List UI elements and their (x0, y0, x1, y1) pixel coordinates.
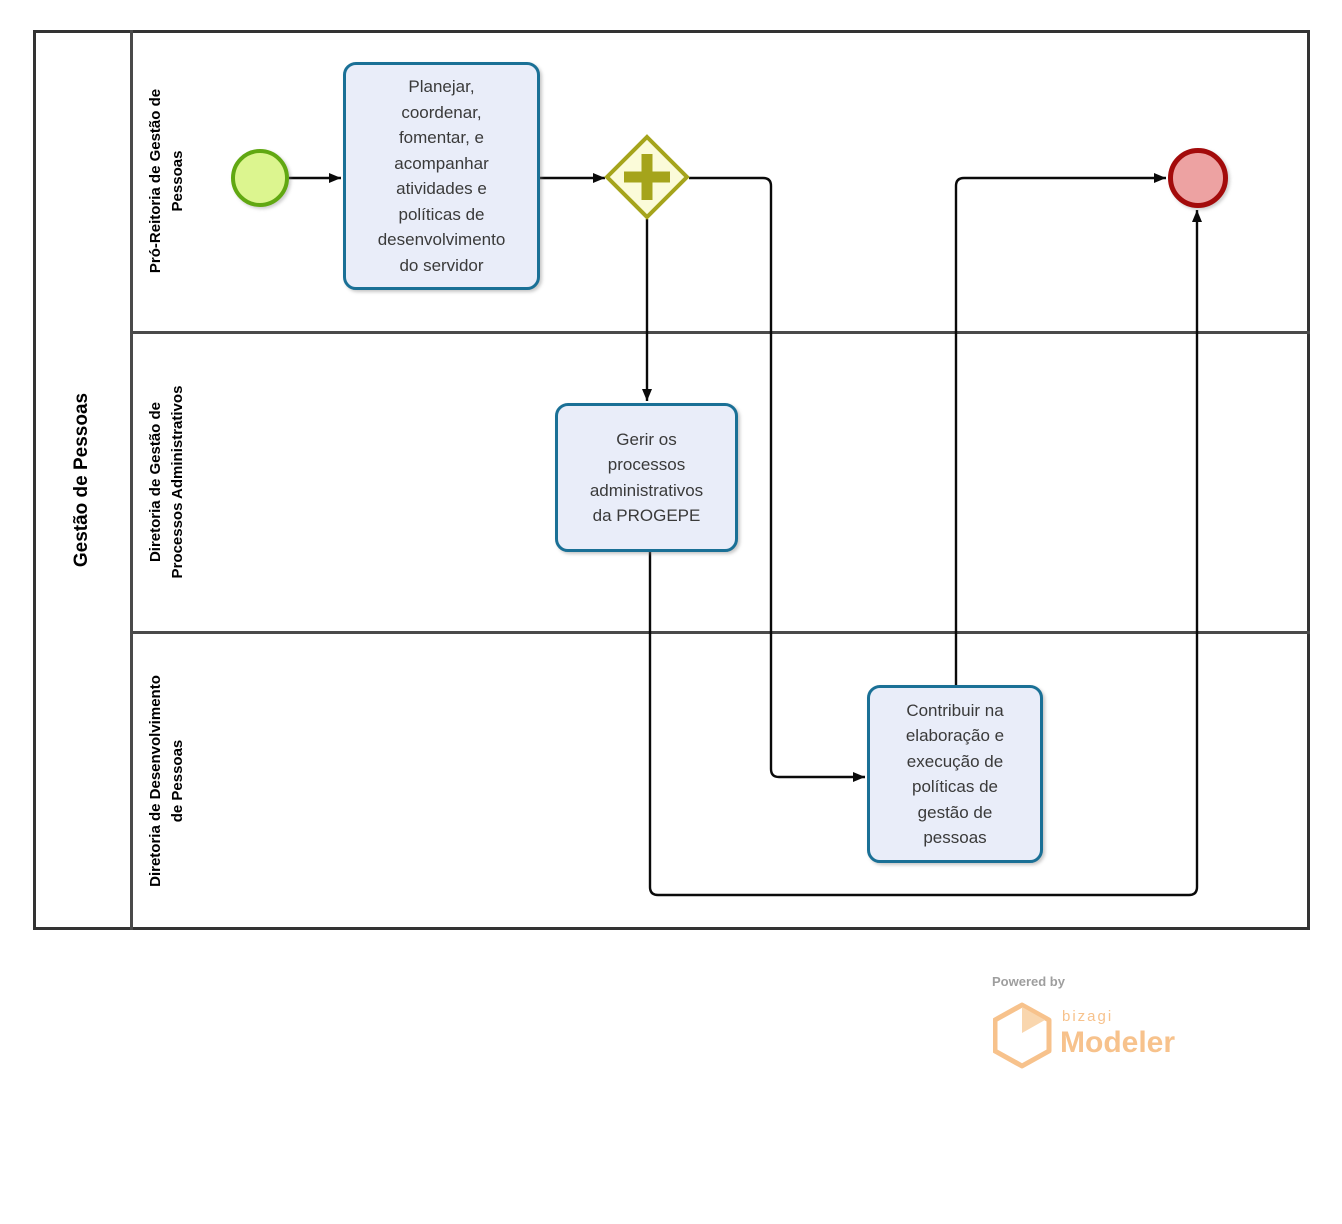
plus-icon (624, 154, 670, 200)
lane-divider-1 (133, 331, 1310, 334)
start-event (231, 149, 289, 207)
bizagi-brand-label: bizagi (1062, 1008, 1114, 1025)
lane-divider-2 (133, 631, 1310, 634)
end-event (1168, 148, 1228, 208)
modeler-product-label: Modeler (1060, 1026, 1176, 1059)
parallel-gateway (604, 134, 690, 220)
task-gerir: Gerir os processos administrativos da PR… (555, 403, 738, 552)
powered-by-label: Powered by (992, 974, 1065, 989)
task-contribuir: Contribuir na elaboração e execução de p… (867, 685, 1043, 863)
bizagi-logo-icon (993, 1002, 1052, 1069)
task-planejar: Planejar, coordenar, fomentar, e acompan… (343, 62, 540, 290)
pool-label-divider (130, 30, 133, 930)
